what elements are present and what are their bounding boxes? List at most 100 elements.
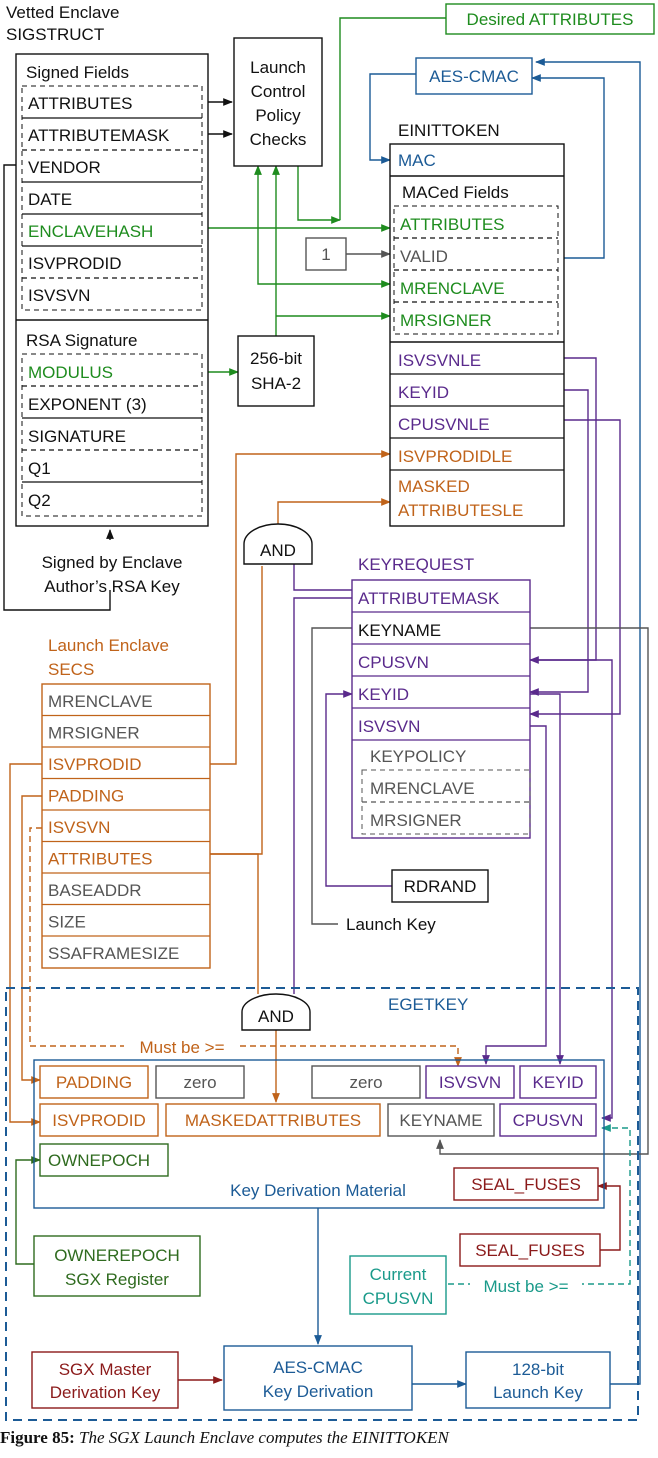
constant-one-box: 1	[305, 237, 347, 271]
keypolicy-field-mrsigner: MRSIGNER	[370, 811, 462, 830]
sgx-master-key-box: SGX Master Derivation Key	[31, 1351, 179, 1409]
rsa-field-signature: SIGNATURE	[28, 427, 126, 446]
einittoken-field-isvprodidle: ISVPRODIDLE	[398, 447, 512, 466]
kdm-cell-zero-1	[155, 1065, 245, 1099]
launch-control-line3: Policy	[255, 106, 301, 125]
kdm-label-isvsvn-3: ISVSVN	[439, 1073, 501, 1092]
keyrequest-box	[351, 579, 531, 839]
masked-attributesle-line1: MASKED	[398, 477, 470, 496]
launch-enclave-secs: Launch Enclave SECS MRENCLAVE MRSIGNER ISV…	[41, 636, 211, 969]
desired-attributes-box: Desired ATTRIBUTES	[445, 3, 655, 35]
secs-field-mrsigner: MRSIGNER	[48, 724, 140, 743]
einittoken: EINITTOKEN MAC MACed Fields ATTRIBUTESVA…	[389, 121, 565, 527]
keypolicy-field-mrenclave: MRENCLAVE	[370, 779, 475, 798]
launch-control-box: Launch Control Policy Checks	[233, 37, 323, 167]
seal-fuses-register: SEAL_FUSES	[459, 1233, 601, 1267]
sgx-master-key-line1: SGX Master	[59, 1360, 152, 1379]
einittoken-maced-valid: VALID	[400, 247, 448, 266]
sigstruct-field-enclavehash: ENCLAVEHASH	[28, 222, 153, 241]
seal-fuses-register-label: SEAL_FUSES	[475, 1241, 585, 1260]
kdm-label-isvprodid: ISVPRODID	[52, 1111, 146, 1130]
and-gate-top: AND	[243, 523, 313, 565]
aes-cmac-kd-box: AES-CMAC Key Derivation	[223, 1345, 413, 1411]
secs-field-isvsvn: ISVSVN	[48, 818, 110, 837]
sigstruct-field-isvprodid: ISVPRODID	[28, 254, 122, 273]
kdm-label-maskedattributes: MASKEDATTRIBUTES	[185, 1111, 361, 1130]
keyrequest-field-keyname: KEYNAME	[358, 621, 441, 640]
current-cpusvn-box: Current CPUSVN	[349, 1255, 447, 1315]
secs-title-line1: Launch Enclave	[48, 636, 169, 655]
sigstruct-title-line1: Vetted Enclave	[6, 3, 119, 22]
einittoken-maced-mrsigner: MRSIGNER	[400, 311, 492, 330]
egetkey-region	[5, 987, 639, 1421]
sigstruct-field-isvsvn: ISVSVN	[28, 286, 90, 305]
sigstruct-field-attributemask: ATTRIBUTEMASK	[28, 126, 170, 145]
sigstruct-field-date: DATE	[28, 190, 72, 209]
launch-key-128-line2: Launch Key	[493, 1383, 583, 1402]
secs-field-isvprodid: ISVPRODID	[48, 755, 142, 774]
aes-cmac-kd-line2: Key Derivation	[263, 1382, 374, 1401]
aes-cmac-top-box: AES-CMAC	[415, 57, 533, 95]
einittoken-title: EINITTOKEN	[398, 121, 500, 140]
kdm-cell-maskedattributes	[165, 1103, 381, 1137]
einittoken-maced-attributes: ATTRIBUTES	[400, 215, 505, 234]
sigstruct-box	[15, 53, 209, 527]
kdm-label-zero-1: zero	[183, 1073, 216, 1092]
desired-attributes-label: Desired ATTRIBUTES	[467, 10, 634, 29]
constant-one-label: 1	[321, 245, 330, 264]
seal-fuses-cell: SEAL_FUSES	[453, 1167, 599, 1201]
must-be-label-top: Must be >=	[139, 1038, 224, 1057]
secs-title-line2: SECS	[48, 660, 94, 679]
ownerepoch-register-line2: SGX Register	[65, 1270, 169, 1289]
signed-fields-group	[21, 85, 203, 311]
secs-field-baseaddr: BASEADDR	[48, 881, 142, 900]
sha2-line1: 256-bit	[250, 349, 302, 368]
sigstruct: Vetted Enclave SIGSTRUCT Signed Fields A…	[6, 3, 209, 596]
launch-key-128-box: 128-bit Launch Key	[465, 1351, 611, 1409]
signed-fields-rows: ATTRIBUTESATTRIBUTEMASKVENDORDATEENCLAVE…	[22, 94, 202, 305]
einittoken-field-keyid: KEYID	[398, 383, 449, 402]
seal-fuses-label: SEAL_FUSES	[471, 1175, 581, 1194]
rsa-fields-group	[21, 353, 203, 517]
and-gate-bottom-label: AND	[258, 1007, 294, 1026]
launch-control-line2: Control	[251, 82, 306, 101]
and-gate-top-label: AND	[260, 541, 296, 560]
kdm-cell-zero-2	[311, 1065, 421, 1099]
secs-field-mrenclave: MRENCLAVE	[48, 692, 153, 711]
connectors	[3, 17, 649, 1388]
keypolicy-label: KEYPOLICY	[370, 747, 466, 766]
masked-attributesle-line2: ATTRIBUTESLE	[398, 501, 523, 520]
kdm-cell-padding-0	[39, 1065, 149, 1099]
current-cpusvn-line1: Current	[370, 1265, 427, 1284]
ownerepoch-register-line1: OWNEREPOCH	[54, 1246, 180, 1265]
launch-control-line4: Checks	[250, 130, 307, 149]
kdm-cell-isvsvn-3	[425, 1065, 515, 1099]
sigstruct-title-line2: SIGSTRUCT	[6, 25, 104, 44]
signed-by-line1: Signed by Enclave	[42, 553, 183, 572]
signed-fields-header: Signed Fields	[26, 63, 129, 82]
sgx-launch-diagram: EGETKEY Vetted Enclave SIGSTRUCT Signed …	[3, 3, 655, 1421]
kdm-cell-keyid-4	[519, 1065, 597, 1099]
kdm-label: Key Derivation Material	[230, 1181, 406, 1200]
rsa-field-q1: Q1	[28, 459, 51, 478]
ownepoch-label: OWNEPOCH	[48, 1151, 150, 1170]
ownepoch-cell: OWNEPOCH	[39, 1143, 169, 1177]
keyrequest-field-keyid: KEYID	[358, 685, 409, 704]
keyrequest-title: KEYREQUEST	[358, 555, 474, 574]
ownerepoch-register: OWNEREPOCH SGX Register	[33, 1235, 201, 1297]
launch-key-label: Launch Key	[346, 915, 436, 934]
kdm-cell-cpusvn	[499, 1103, 597, 1137]
launch-key-128-line1: 128-bit	[512, 1360, 564, 1379]
rsa-field-exponent-3: EXPONENT (3)	[28, 395, 147, 414]
aes-cmac-top-label: AES-CMAC	[429, 67, 519, 86]
rdrand-label: RDRAND	[404, 877, 477, 896]
sigstruct-field-vendor: VENDOR	[28, 158, 101, 177]
figure-caption: Figure 85: The SGX Launch Enclave comput…	[0, 1428, 658, 1458]
current-cpusvn-line2: CPUSVN	[363, 1289, 434, 1308]
